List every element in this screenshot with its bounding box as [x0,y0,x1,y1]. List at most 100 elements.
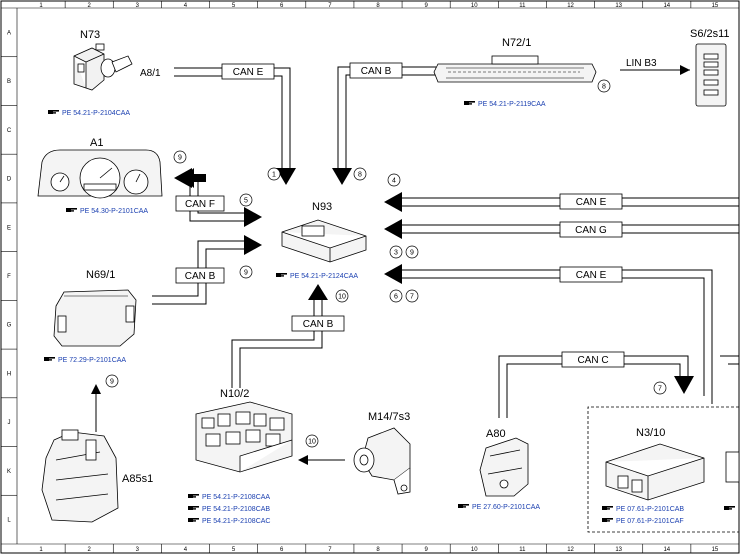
grid-col-label-bottom: 8 [376,547,380,553]
pointing-hand-icon [66,208,77,212]
grid-col-label-bottom: 9 [424,547,428,553]
grid-col-label-top: 4 [184,3,188,9]
grid-col-label-bottom: 1 [39,547,43,553]
ref-link-n10-2-b[interactable]: PE 54.21-P-2108CAB [202,506,270,513]
ref-link-n69-1[interactable]: PE 72.29-P-2101CAA [58,357,126,364]
label-m14-7s3: M14/7s3 [368,411,410,423]
grid-col-label-bottom: 5 [232,547,236,553]
grid-col-label-top: 6 [280,3,284,9]
ref-link-n10-2-c[interactable]: PE 54.21-P-2108CAC [202,518,270,525]
bus-label-can-e-right1: CAN E [576,197,607,208]
grid-col-label-top: 1 [39,3,43,9]
grid-col-label-top: 7 [328,3,332,9]
grid-col-label-top: 8 [376,3,380,9]
grid-col-label-top: 10 [471,3,478,9]
label-n69-1: N69/1 [86,269,115,281]
grid-row-label: C [7,128,12,134]
n3-10-group-box [587,406,739,533]
grid-ruler: 1122334455667788991010111112121313141415… [1,1,719,553]
grid-col-label-bottom: 11 [519,547,526,553]
label-n72-1: N72/1 [502,37,531,49]
grid-col-label-top: 15 [712,3,719,9]
ignition-switch-icon [73,43,133,91]
shift-module-icon [479,437,529,497]
grid-row-label: B [7,79,11,85]
grid-col-label-bottom: 2 [88,547,92,553]
grid-col-label-top: 12 [567,3,574,9]
bus-label-can-f: CAN F [185,199,215,210]
ref-link-a1[interactable]: PE 54.30-P-2101CAA [80,208,148,215]
pointing-hand-icon [276,273,287,277]
central-gateway-module-icon [281,219,367,263]
grid-col-label-bottom: 4 [184,547,188,553]
grid-col-label-top: 5 [232,3,236,9]
pointing-hand-icon [724,506,735,510]
bus-lines [95,66,739,461]
circle-1: 1 [272,172,276,179]
bus-label-can-c: CAN C [577,355,608,366]
ref-link-n3-10-a[interactable]: PE 07.61-P-2101CAB [616,506,684,513]
pointing-hand-icon [48,110,59,114]
circle-3: 3 [394,250,398,257]
label-a85s1: A85s1 [122,473,153,485]
ref-link-n93[interactable]: PE 54.21-P-2124CAA [290,273,358,280]
label-s6-2s11: S6/2s11 [690,28,730,40]
pointing-hand-icon [458,504,469,508]
circle-8-n72: 8 [602,84,606,91]
ref-link-n10-2-a[interactable]: PE 54.21-P-2108CAA [202,494,270,501]
label-n73: N73 [80,29,100,41]
pointing-hand-icon [602,506,613,510]
bus-label-can-b-left: CAN B [185,271,216,282]
bus-label-boxes [175,62,625,368]
grid-col-label-top: 3 [136,3,140,9]
bus-label-can-e-right2: CAN E [576,270,607,281]
signal-acquisition-module-icon [195,401,293,473]
circle-7-n93: 7 [410,294,414,301]
grid-row-label: K [7,469,11,475]
ref-link-n3-10-b[interactable]: PE 07.61-P-2101CAF [616,518,684,525]
label-a8-1: A8/1 [140,68,161,79]
grid-col-label-top: 2 [88,3,92,9]
engine-control-unit-icon [605,443,740,501]
circle-7-n3: 7 [658,386,662,393]
circle-10-n10: 10 [308,439,316,446]
ref-link-n72-1[interactable]: PE 54.21-P-2119CAA [478,101,546,108]
pointing-hand-icon [188,518,199,522]
door-control-module-icon [53,289,137,347]
grid-col-label-bottom: 12 [567,547,574,553]
bus-label-can-b-top: CAN B [361,66,392,77]
circle-4: 4 [392,178,396,185]
grid-col-label-bottom: 10 [471,547,478,553]
circle-9-n93: 9 [410,250,414,257]
circle-9-a1: 9 [178,155,182,162]
grid-row-label: F [7,274,11,280]
bus-label-can-e-top: CAN E [233,67,264,78]
pointing-hand-icon [464,101,475,105]
label-n10-2: N10/2 [220,388,249,400]
circle-8: 8 [358,172,362,179]
grid-row-label: A [7,30,11,36]
grid-col-label-bottom: 3 [136,547,140,553]
label-n93: N93 [312,201,332,213]
grid-row-label: G [7,323,12,329]
grid-col-label-bottom: 6 [280,547,284,553]
bus-label-lin-b3: LIN B3 [626,58,657,69]
grid-col-label-top: 13 [615,3,622,9]
ref-link-n73[interactable]: PE 54.21-P-2104CAA [62,110,130,117]
label-a1: A1 [90,137,103,149]
grid-row-label: D [7,177,12,183]
circle-6: 6 [394,294,398,301]
grid-row-label: H [7,371,11,377]
numbered-circles [105,79,667,448]
grid-col-label-top: 9 [424,3,428,9]
lock-actuator-icon [41,429,119,523]
ref-link-a80[interactable]: PE 27.60-P-2101CAA [472,504,540,511]
circle-10-n93: 10 [338,294,346,301]
circle-9-a85: 9 [110,379,114,386]
overhead-control-panel-icon [433,55,597,83]
actuator-motor-icon [353,427,411,495]
label-a80: A80 [486,428,506,440]
grid-row-label: E [7,225,11,231]
